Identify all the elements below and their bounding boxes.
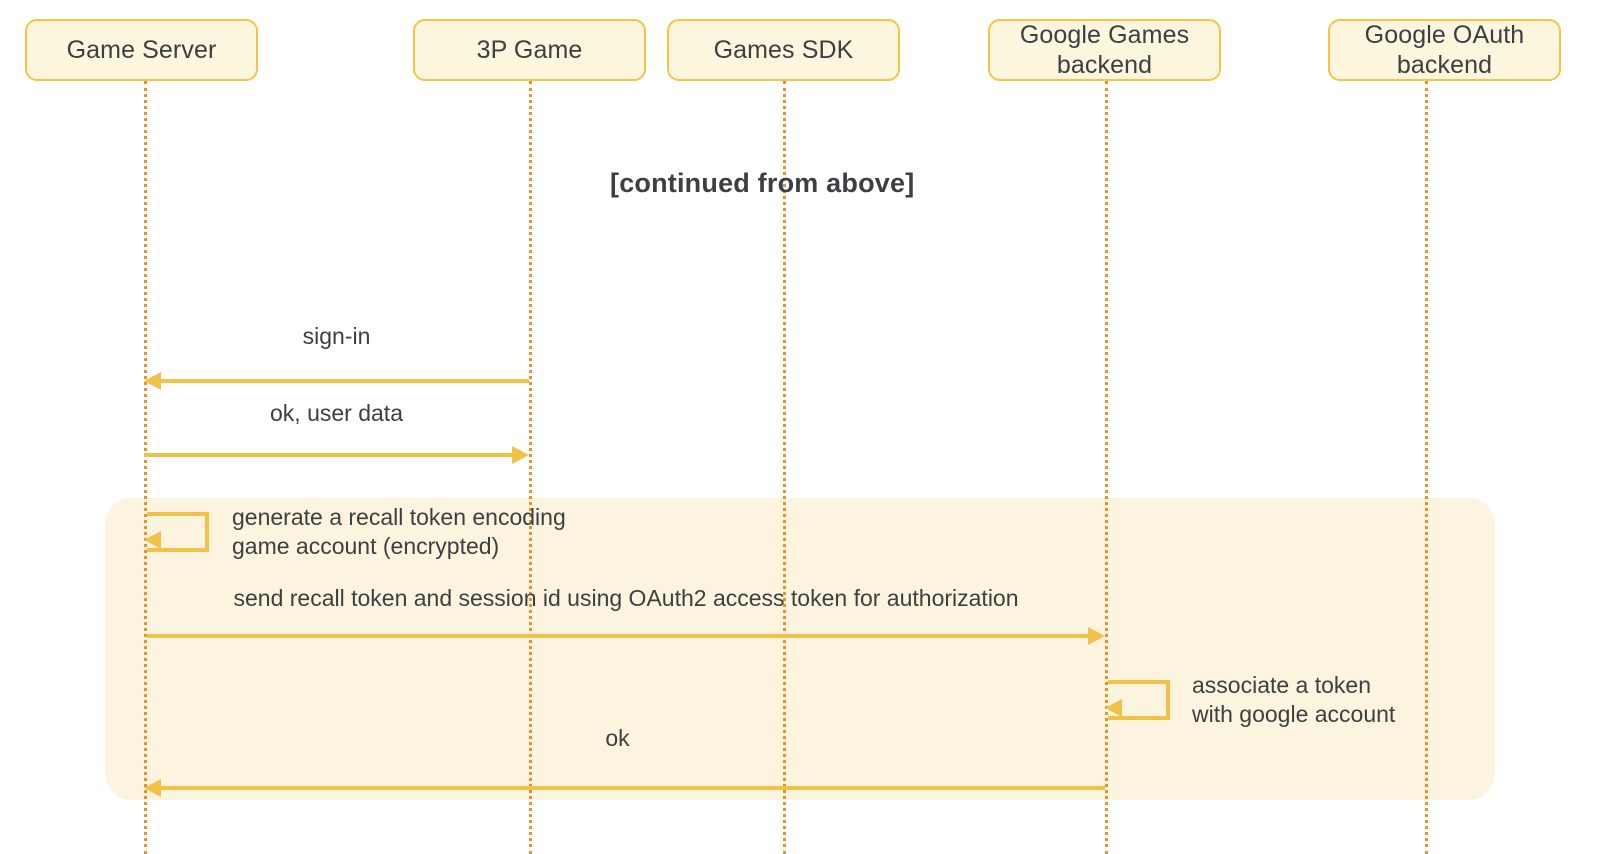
lifeline-game-server (144, 81, 147, 854)
message-label-generate-recall-token-line1: generate a recall token encoding (232, 504, 566, 530)
highlight-region-recall-token-block (105, 498, 1495, 800)
section-note-continued: [continued from above] (610, 168, 915, 198)
selfloop-associate-right-segment (1166, 680, 1170, 720)
participant-google-games-backend-line1: Google Games (1019, 20, 1190, 49)
participant-google-games-backend[interactable]: Google Games backend (988, 19, 1221, 81)
message-label-associate-token-line1: associate a token (1192, 672, 1372, 698)
message-label-associate-token: associate a token with google account (1192, 671, 1395, 728)
message-arrowhead-send-recall-token (1088, 627, 1105, 645)
selfloop-bottom-segment (147, 548, 209, 552)
message-line-ok-user-data (144, 453, 526, 457)
participant-games-sdk[interactable]: Games SDK (667, 19, 900, 81)
message-arrowhead-associate-token (1105, 699, 1122, 717)
lifeline-3p-game (529, 81, 532, 854)
lifeline-games-sdk (783, 81, 786, 854)
message-arrowhead-ok-user-data (512, 446, 529, 464)
participant-google-oauth-backend[interactable]: Google OAuth backend (1328, 19, 1561, 81)
participant-google-oauth-backend-line1: Google OAuth (1364, 20, 1525, 49)
message-line-ok (147, 786, 1105, 790)
message-selfloop-generate-recall-token (147, 512, 209, 552)
selfloop-top-segment (147, 512, 209, 516)
message-arrowhead-generate-recall-token (144, 531, 161, 549)
lifeline-google-oauth-backend (1425, 81, 1428, 854)
message-arrowhead-sign-in (144, 372, 161, 390)
lifeline-google-games-backend (1105, 81, 1108, 854)
message-label-sign-in: sign-in (302, 323, 371, 349)
selfloop-right-segment (205, 512, 209, 552)
message-line-sign-in (147, 379, 529, 383)
message-label-send-recall-token: send recall token and session id using O… (233, 585, 1019, 611)
message-selfloop-associate-token (1108, 680, 1170, 720)
message-label-generate-recall-token-line2: game account (encrypted) (232, 532, 500, 559)
participant-3p-game[interactable]: 3P Game (413, 19, 646, 81)
participant-game-server[interactable]: Game Server (25, 19, 258, 81)
message-label-associate-token-line2: with google account (1192, 700, 1396, 727)
message-line-send-recall-token (147, 634, 1088, 638)
selfloop-associate-top-segment (1108, 680, 1170, 684)
participant-google-games-backend-line2: backend (1056, 51, 1153, 79)
message-label-ok-user-data: ok, user data (270, 400, 403, 426)
participant-google-oauth-backend-line2: backend (1396, 51, 1493, 79)
message-arrowhead-ok (144, 779, 161, 797)
message-label-ok: ok (605, 725, 630, 751)
selfloop-associate-bottom-segment (1108, 716, 1170, 720)
message-label-generate-recall-token: generate a recall token encoding game ac… (232, 503, 566, 560)
